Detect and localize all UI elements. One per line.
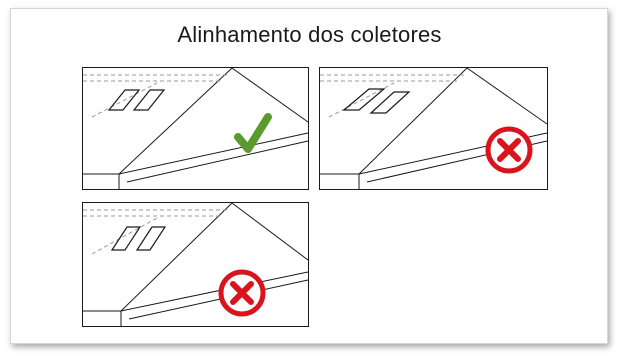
checkmark-icon <box>234 113 272 153</box>
dashed-guides <box>83 74 230 118</box>
solar-collectors <box>107 89 166 111</box>
slide-title: Alinhamento dos coletores <box>177 22 442 47</box>
roof-panel-incorrect-2 <box>82 202 309 327</box>
roof-panel-correct <box>82 67 309 190</box>
cross-circle-icon <box>218 269 266 317</box>
cross-circle-icon <box>485 126 533 174</box>
roof-outline <box>83 67 309 189</box>
roof-panel-incorrect-1 <box>319 67 548 190</box>
